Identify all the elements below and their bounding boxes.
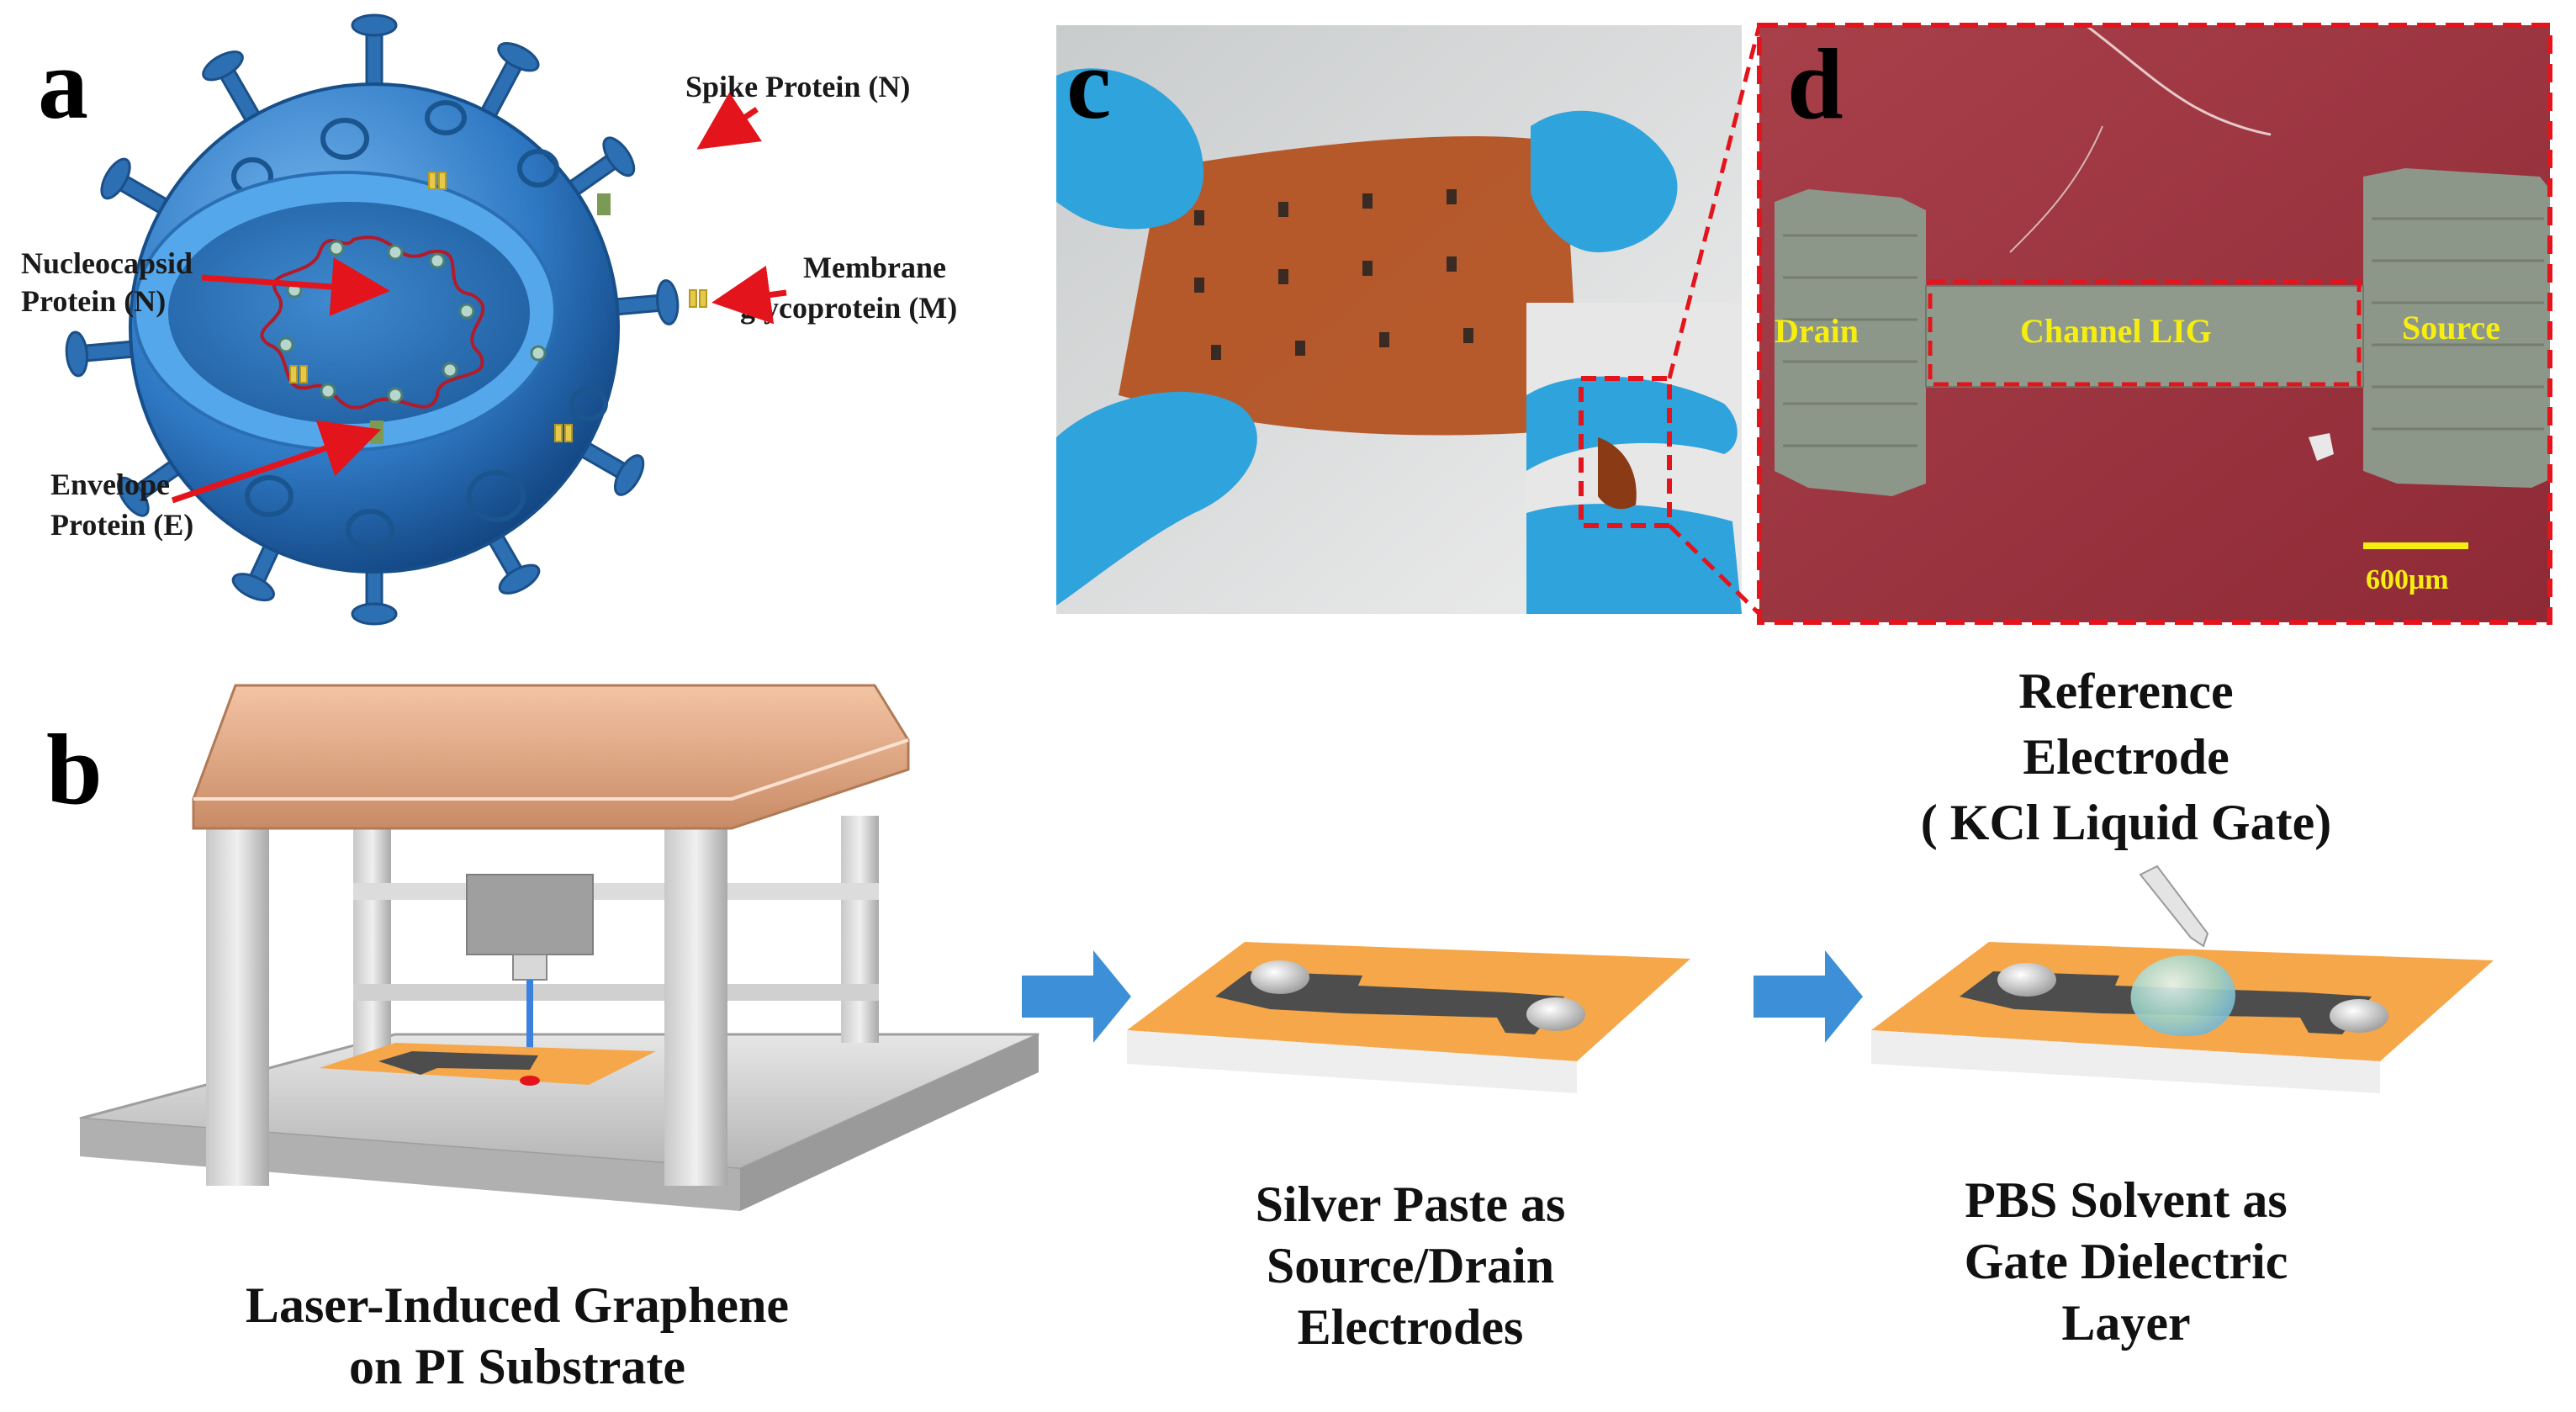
step3-caption-1: PBS Solvent as [1965,1172,2287,1228]
scale-label: 600μm [2366,564,2449,595]
panel-b-label: b [46,713,103,825]
channel-highlight-box [1928,279,2362,387]
rna-strand [260,235,485,410]
source-electrode [2363,168,2550,488]
glove-right [1531,110,1678,252]
panel-c-label: c [1066,28,1111,140]
drain-electrode [1775,189,1926,496]
virus-core [168,202,530,424]
pi-sheet [1119,135,1581,436]
envelope-protein [370,420,383,444]
step3-caption-2: Gate Dielectric [1965,1234,2288,1289]
envelope-label-1: Envelope [50,468,170,501]
step2-caption-3: Electrodes [1298,1299,1524,1355]
step2-caption-1: Silver Paste as [1256,1177,1566,1232]
channel-label: Channel LIG [2020,312,2212,350]
liquid-gate-device [1871,865,2494,1093]
laser-roof [192,684,910,830]
spike-protein [351,13,398,94]
drain-label: Drain [1775,312,1859,350]
channel-lig [1926,286,2363,387]
step2-caption-2: Source/Drain [1267,1238,1554,1293]
flow-arrow-1 [1022,950,1131,1043]
step1-caption-2: on PI Substrate [349,1339,685,1394]
scale-bar [2363,542,2468,549]
panel-d-label: d [1787,28,1843,140]
glove-left-bottom [1056,391,1257,606]
membrane-label-1: Membrane [803,251,946,284]
lig-micrograph [1759,24,2550,622]
step1-caption-1: Laser-Induced Graphene [246,1277,789,1333]
envelope-label-2: Protein (E) [50,508,193,542]
reference-electrode-probe [2139,865,2209,948]
device-photo [1056,25,1742,614]
pbs-droplet [2130,955,2235,1037]
nucleocapsid-label-1: Nucleocapsid [21,246,193,280]
spike-label: Spike Protein (N) [685,70,910,103]
silver-paste-device [1127,942,1690,1093]
glove-left-top [1056,68,1204,230]
source-label: Source [2402,309,2500,346]
panel-a-label: a [38,28,88,140]
reference-caption-2: Electrode [2023,729,2229,785]
panel-d-frame [1757,23,2552,625]
laser-machine [79,684,1039,1211]
reference-caption-1: Reference [2018,664,2233,719]
nucleocapsid-label-2: Protein (N) [21,284,166,318]
flow-arrow-2 [1753,950,1863,1043]
step3-caption-3: Layer [2061,1295,2190,1351]
reference-caption-3: ( KCl Liquid Gate) [1921,795,2331,850]
